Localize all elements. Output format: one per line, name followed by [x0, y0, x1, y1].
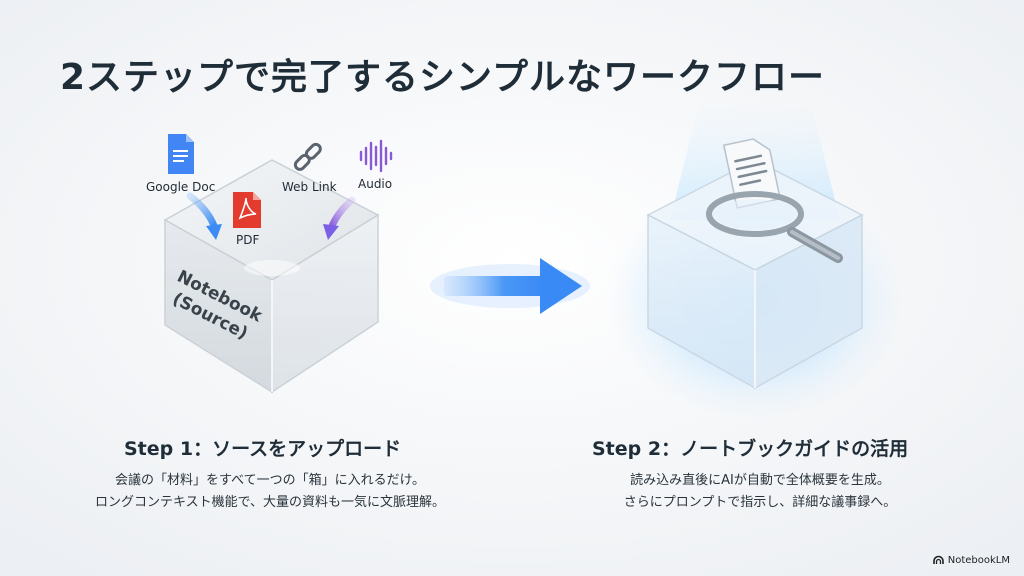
notebook-box: [163, 159, 380, 394]
doc-arrow-head: [206, 224, 222, 240]
brand-label: NotebookLM: [947, 555, 1010, 566]
step2-title: Step 2：ノートブックガイドの活用: [592, 438, 909, 460]
magnifier-icon: [706, 191, 843, 263]
web-link-label: Web Link: [282, 180, 337, 194]
audio-arrow-head: [323, 224, 339, 240]
step2-desc-line1: 読み込み直後にAIが自動で全体概要を生成。: [630, 473, 890, 488]
google-doc-label: Google Doc: [146, 180, 216, 194]
brand: NotebookLM: [932, 555, 1010, 566]
step2-desc-line2: さらにプロンプトで指示し、詳細な議事録へ。: [623, 495, 897, 510]
step1-desc-line2: ロングコンテキスト機能で、大量の資料も一気に文脈理解。: [94, 495, 446, 510]
doc-arrow: [186, 192, 218, 230]
page-title: 2ステップで完了するシンプルなワークフロー: [60, 57, 825, 98]
web-link-icon: [293, 142, 322, 171]
pdf-icon: [233, 192, 261, 228]
audio-arrow: [328, 196, 356, 230]
step1-desc-line1: 会議の「材料」をすべて一つの「箱」に入れるだけ。: [115, 473, 425, 488]
pdf-label: PDF: [236, 233, 260, 247]
google-doc-icon: [168, 134, 194, 174]
notebooklm-logo-icon: [932, 555, 944, 564]
step2-description: 読み込み直後にAIが自動で全体概要を生成。 さらにプロンプトで指示し、詳細な議事…: [560, 470, 960, 514]
audio-label: Audio: [358, 177, 393, 191]
audio-icon: [359, 139, 393, 173]
step1-title: Step 1：ソースをアップロード: [124, 438, 402, 460]
step1-description: 会議の「材料」をすべて一つの「箱」に入れるだけ。 ロングコンテキスト機能で、大量…: [40, 470, 500, 514]
document-icon: [722, 138, 782, 209]
flow-arrow: [430, 258, 590, 314]
